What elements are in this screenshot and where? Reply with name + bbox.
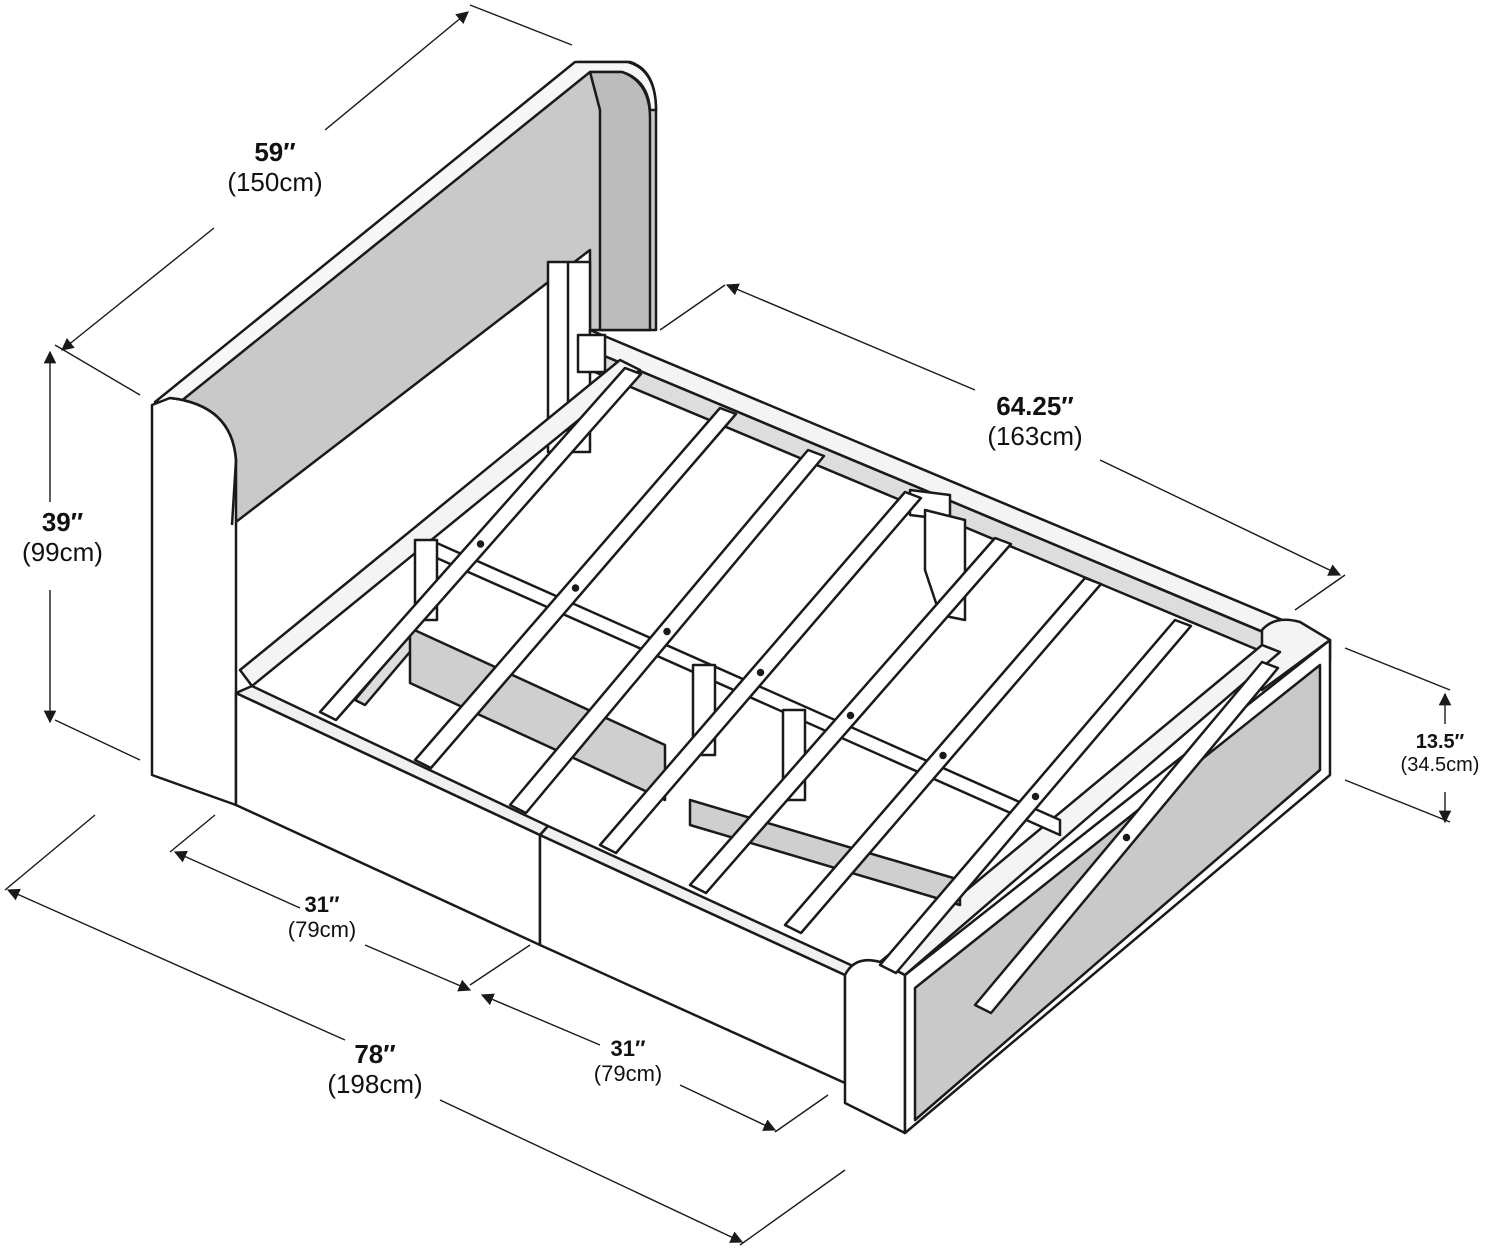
total-length-inches: 78″ [354, 1039, 396, 1069]
total-length-cm: (198cm) [327, 1068, 423, 1099]
dimension-drawer-front: 31″ (79cm) [262, 892, 382, 943]
headboard-width-cm: (150cm) [227, 166, 323, 197]
headboard-left-wing [150, 396, 238, 807]
frame-width-inches: 64.25″ [996, 391, 1074, 421]
dimension-frame-width: 64.25″ (163cm) [955, 391, 1115, 452]
dimension-lines [4, 4, 1452, 1246]
frame-width-cm: (163cm) [987, 420, 1083, 451]
dimension-drawer-back: 31″ (79cm) [568, 1036, 688, 1087]
slat-screw [1031, 792, 1040, 801]
dimension-headboard-height: 39″ (99cm) [0, 507, 125, 568]
drawer-back-cm: (79cm) [593, 1061, 663, 1087]
dimension-headboard-width: 59″ (150cm) [200, 137, 350, 198]
front-side-rail [234, 358, 1332, 1135]
slat-screw [663, 627, 671, 636]
slat-screw [756, 668, 765, 677]
slats [318, 366, 1280, 1015]
drawer-front-cm: (79cm) [287, 917, 357, 943]
headboard-height-inches: 39″ [41, 507, 84, 537]
headboard-height-cm: (99cm) [22, 536, 103, 567]
slat-screw [846, 711, 855, 720]
headboard-width-inches: 59″ [254, 137, 296, 167]
footboard-corner [843, 958, 907, 1135]
side-height-cm: (34.5cm) [1400, 754, 1480, 776]
slat-screw [476, 540, 485, 548]
side-height-inches: 13.5″ [1415, 731, 1465, 753]
slat-screw [1122, 833, 1131, 842]
slat-screw [939, 751, 947, 760]
bracket [576, 333, 607, 374]
dimension-side-height: 13.5″ (34.5cm) [1380, 731, 1500, 777]
dimension-total-length: 78″ (198cm) [300, 1039, 450, 1100]
drawer-back-inches: 31″ [610, 1036, 646, 1061]
drawer-front-inches: 31″ [304, 892, 340, 917]
slat-screw [571, 584, 580, 592]
headboard-right-wing [588, 70, 652, 332]
